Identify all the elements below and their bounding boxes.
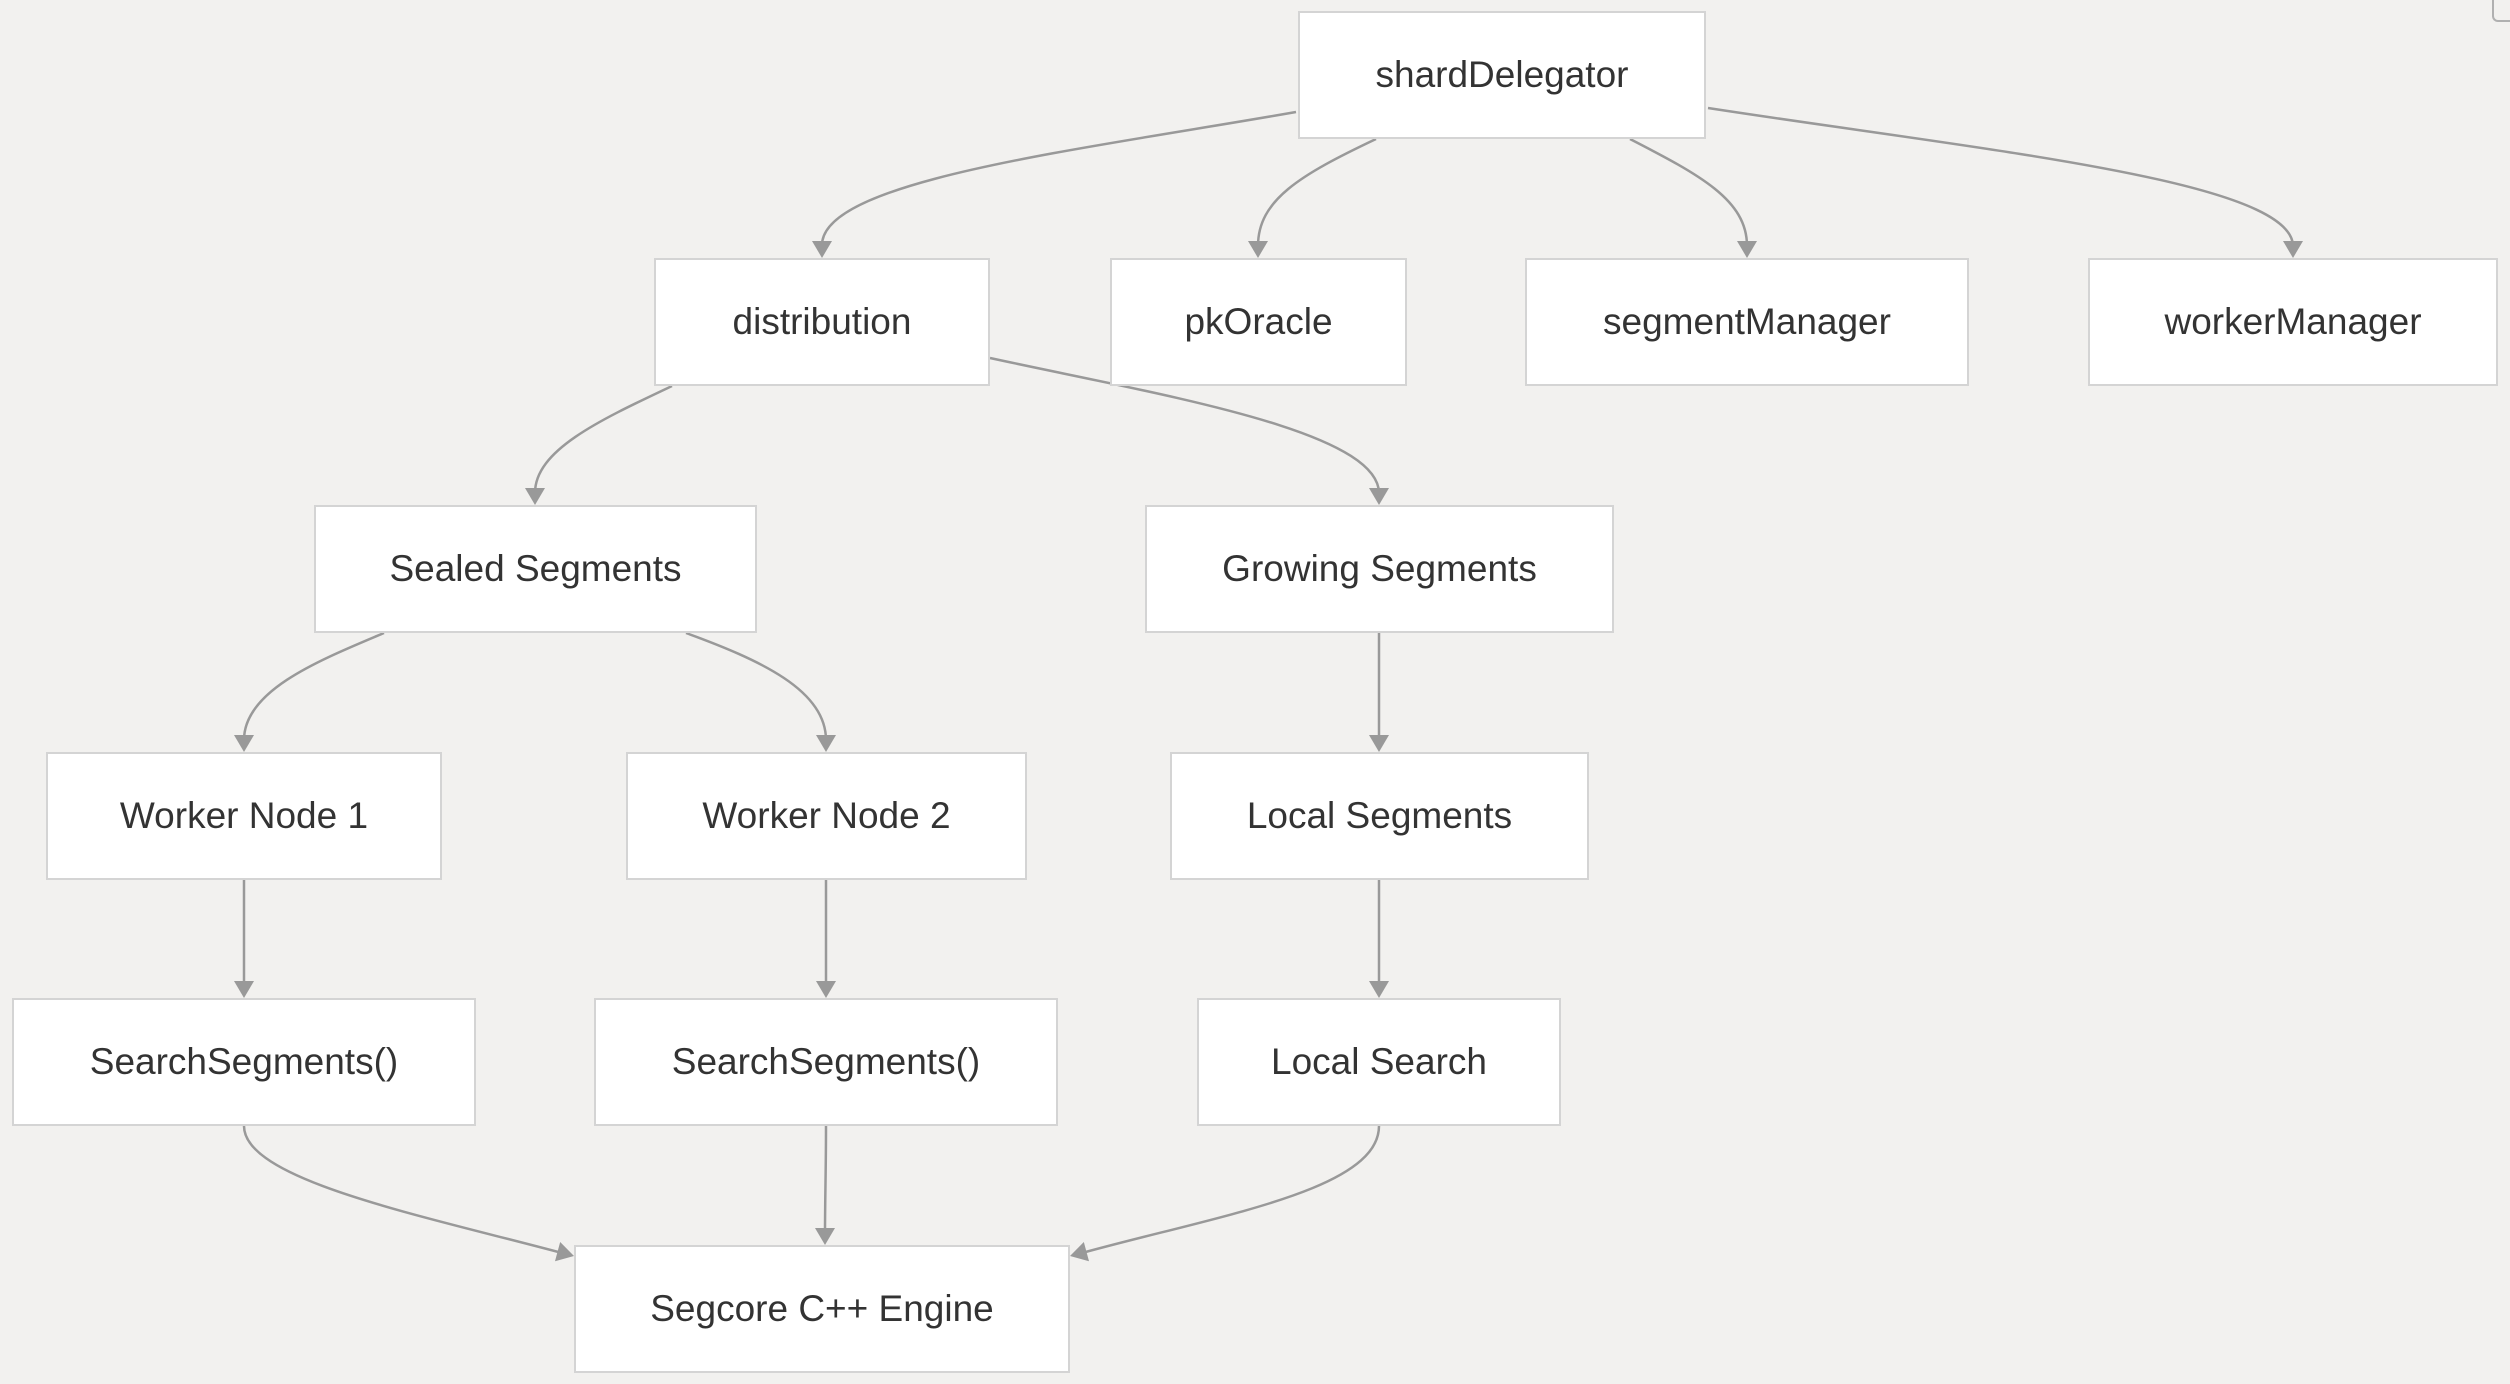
edge-line (1707, 106, 2295, 247)
edge-shardDelegator-to-workerManager (1707, 106, 2303, 258)
node-label: SearchSegments() (89, 1041, 399, 1082)
arrowhead-icon (525, 488, 545, 505)
node-segcore-engine[interactable]: Segcore C++ Engine (574, 1245, 1070, 1373)
edge-line (823, 1125, 828, 1234)
arrowhead-icon (234, 735, 254, 752)
arrowhead-icon (1248, 241, 1268, 258)
arrowhead-icon (234, 981, 254, 998)
edge-worker1-to-search1 (234, 880, 254, 998)
edge-line (1081, 1125, 1381, 1255)
arrowhead-icon (1369, 488, 1389, 505)
node-label: Local Segments (1246, 795, 1513, 836)
arrowhead-icon (554, 1241, 574, 1262)
edge-shardDelegator-to-distribution (812, 110, 1297, 258)
arrowhead-icon (812, 241, 832, 258)
node-label: Worker Node 2 (702, 795, 951, 836)
edge-distribution-to-growing (989, 356, 1389, 505)
node-label: Sealed Segments (389, 548, 682, 589)
arrowhead-icon (2283, 241, 2303, 258)
arrowhead-icon (1070, 1241, 1090, 1262)
node-shard-delegator[interactable]: shardDelegator (1298, 11, 1706, 139)
node-segment-manager[interactable]: segmentManager (1525, 258, 1969, 386)
node-worker-node-1[interactable]: Worker Node 1 (46, 752, 442, 880)
arrowhead-icon (1737, 241, 1757, 258)
edge-line (242, 631, 385, 741)
edge-search1-to-segcore (242, 1125, 574, 1262)
edge-sealed-to-worker1 (234, 631, 385, 752)
node-label: Growing Segments (1222, 548, 1537, 589)
node-sealed-segments[interactable]: Sealed Segments (314, 505, 757, 633)
edge-distribution-to-sealed (525, 384, 673, 505)
node-label: segmentManager (1603, 301, 1891, 342)
node-growing-segments[interactable]: Growing Segments (1145, 505, 1614, 633)
arrowhead-icon (1369, 981, 1389, 998)
node-pk-oracle[interactable]: pkOracle (1110, 258, 1407, 386)
arrowhead-icon (1369, 735, 1389, 752)
node-label: SearchSegments() (671, 1041, 981, 1082)
node-distribution[interactable]: distribution (654, 258, 990, 386)
node-label: Segcore C++ Engine (650, 1288, 994, 1329)
edge-shardDelegator-to-pkOracle (1248, 137, 1377, 258)
edge-worker2-to-search2 (816, 880, 836, 998)
node-search-segments-1[interactable]: SearchSegments() (12, 998, 476, 1126)
node-local-search[interactable]: Local Search (1197, 998, 1561, 1126)
edge-localSegments-to-localSearch (1369, 880, 1389, 998)
edge-line (1256, 137, 1377, 247)
corner-expand-icon[interactable] (2492, 0, 2510, 22)
edge-localSearch-to-segcore (1070, 1125, 1381, 1262)
edge-line (242, 1125, 563, 1255)
arrowhead-icon (816, 981, 836, 998)
node-search-segments-2[interactable]: SearchSegments() (594, 998, 1058, 1126)
node-worker-node-2[interactable]: Worker Node 2 (626, 752, 1027, 880)
edge-line (820, 110, 1297, 247)
edge-growing-to-localSegments (1369, 633, 1389, 752)
edge-line (989, 356, 1381, 494)
edge-line (533, 384, 673, 494)
node-worker-manager[interactable]: workerManager (2088, 258, 2498, 386)
node-label: Local Search (1271, 1041, 1487, 1082)
edge-sealed-to-worker2 (685, 631, 836, 752)
edge-line (1629, 137, 1749, 247)
node-label: distribution (732, 301, 912, 342)
edge-search2-to-segcore (815, 1125, 835, 1245)
node-label: shardDelegator (1375, 54, 1629, 95)
arrowhead-icon (815, 1228, 835, 1245)
node-label: workerManager (2164, 301, 2422, 342)
arrowhead-icon (816, 735, 836, 752)
node-label: Worker Node 1 (119, 795, 369, 836)
edge-shardDelegator-to-segmentManager (1629, 137, 1757, 258)
node-label: pkOracle (1184, 301, 1333, 342)
edge-line (685, 631, 828, 741)
node-local-segments[interactable]: Local Segments (1170, 752, 1589, 880)
